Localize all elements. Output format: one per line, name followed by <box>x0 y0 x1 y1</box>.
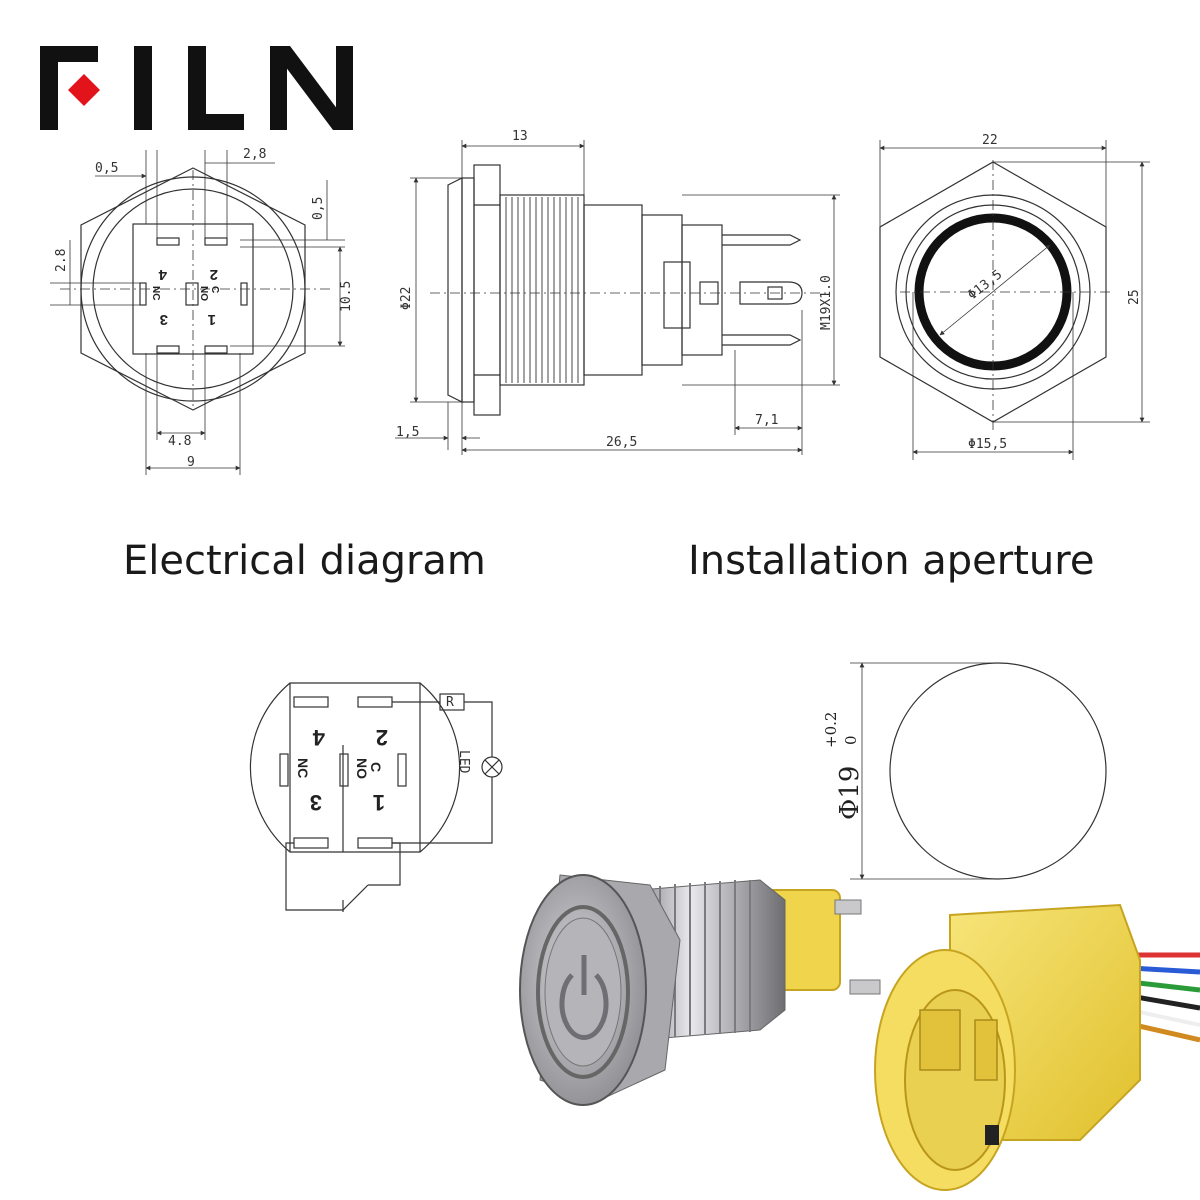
led-label: LED <box>456 750 471 774</box>
dim-22: 22 <box>982 133 998 148</box>
pin-2-label: 2 <box>210 266 218 283</box>
elec-pin-2-label: 2 <box>376 725 388 750</box>
dim-0-5-top-left: 0,5 <box>95 161 118 176</box>
aperture-labels: Φ19 +0.2 0 <box>822 712 865 820</box>
electrical-diagram-caption: Electrical diagram <box>123 538 486 584</box>
installation-aperture-caption: Installation aperture <box>688 538 1095 584</box>
pin-3-label: 3 <box>160 311 168 328</box>
dim-26-5: 26,5 <box>606 435 637 450</box>
installation-aperture <box>850 662 1107 880</box>
elec-pin-nc-label: NC <box>295 758 311 778</box>
elec-pin-4-label: 4 <box>312 725 325 750</box>
dim-1-5: 1,5 <box>396 425 419 440</box>
pin-no-label: NO <box>198 286 209 301</box>
aperture-diameter: Φ19 <box>835 766 865 820</box>
pin-4-label: 4 <box>158 266 167 283</box>
elec-pin-c-label: C <box>368 762 384 772</box>
dim-25: 25 <box>1127 289 1142 305</box>
dim-7-1: 7,1 <box>755 413 778 428</box>
aperture-circle <box>889 662 1107 880</box>
dim-phi22: Φ22 <box>399 287 414 310</box>
dim-2-8-top-right: 2,8 <box>243 147 266 162</box>
dim-0-5-right: 0,5 <box>311 197 326 220</box>
metal-switch <box>519 874 881 1106</box>
filn-logo <box>38 40 358 136</box>
pin-1-label: 1 <box>208 311 216 328</box>
bottom-view-labels: 0,5 2,8 0,5 2.8 10.5 4.8 9 4 2 NC NO C 3… <box>54 147 354 470</box>
dim-4-8: 4.8 <box>168 434 191 449</box>
bottom-view <box>50 150 345 475</box>
dim-10-5: 10.5 <box>339 281 354 312</box>
dim-13: 13 <box>512 129 528 144</box>
electrical-labels: R LED 4 2 NC NO C 3 1 <box>295 695 471 815</box>
dim-phi15-5: Φ15,5 <box>968 437 1007 452</box>
elec-pin-3-label: 3 <box>310 790 322 815</box>
elec-pin-no-label: NO <box>354 758 370 779</box>
electrical-diagram <box>249 682 503 912</box>
switch-ring <box>536 905 630 1079</box>
dim-thread: M19X1.0 <box>819 275 834 330</box>
side-view-labels: 13 Φ22 M19X1.0 1,5 26,5 7,1 <box>396 129 834 450</box>
power-icon <box>559 955 609 1040</box>
pin-nc-label: NC <box>150 286 161 300</box>
yellow-connector <box>874 903 1141 1191</box>
dim-9: 9 <box>187 455 195 470</box>
aperture-tol-lower: 0 <box>842 735 860 745</box>
pin-c-label: C <box>209 286 220 293</box>
dim-2-8-left: 2.8 <box>54 249 69 272</box>
elec-pin-1-label: 1 <box>373 790 385 815</box>
front-view <box>879 140 1150 460</box>
aperture-tol-upper: +0.2 <box>822 712 840 748</box>
red-diamond-icon <box>68 74 100 106</box>
product-photo <box>519 874 1200 1191</box>
resistor-label: R <box>446 695 454 710</box>
wires <box>1129 952 1200 1043</box>
side-view <box>395 140 840 455</box>
